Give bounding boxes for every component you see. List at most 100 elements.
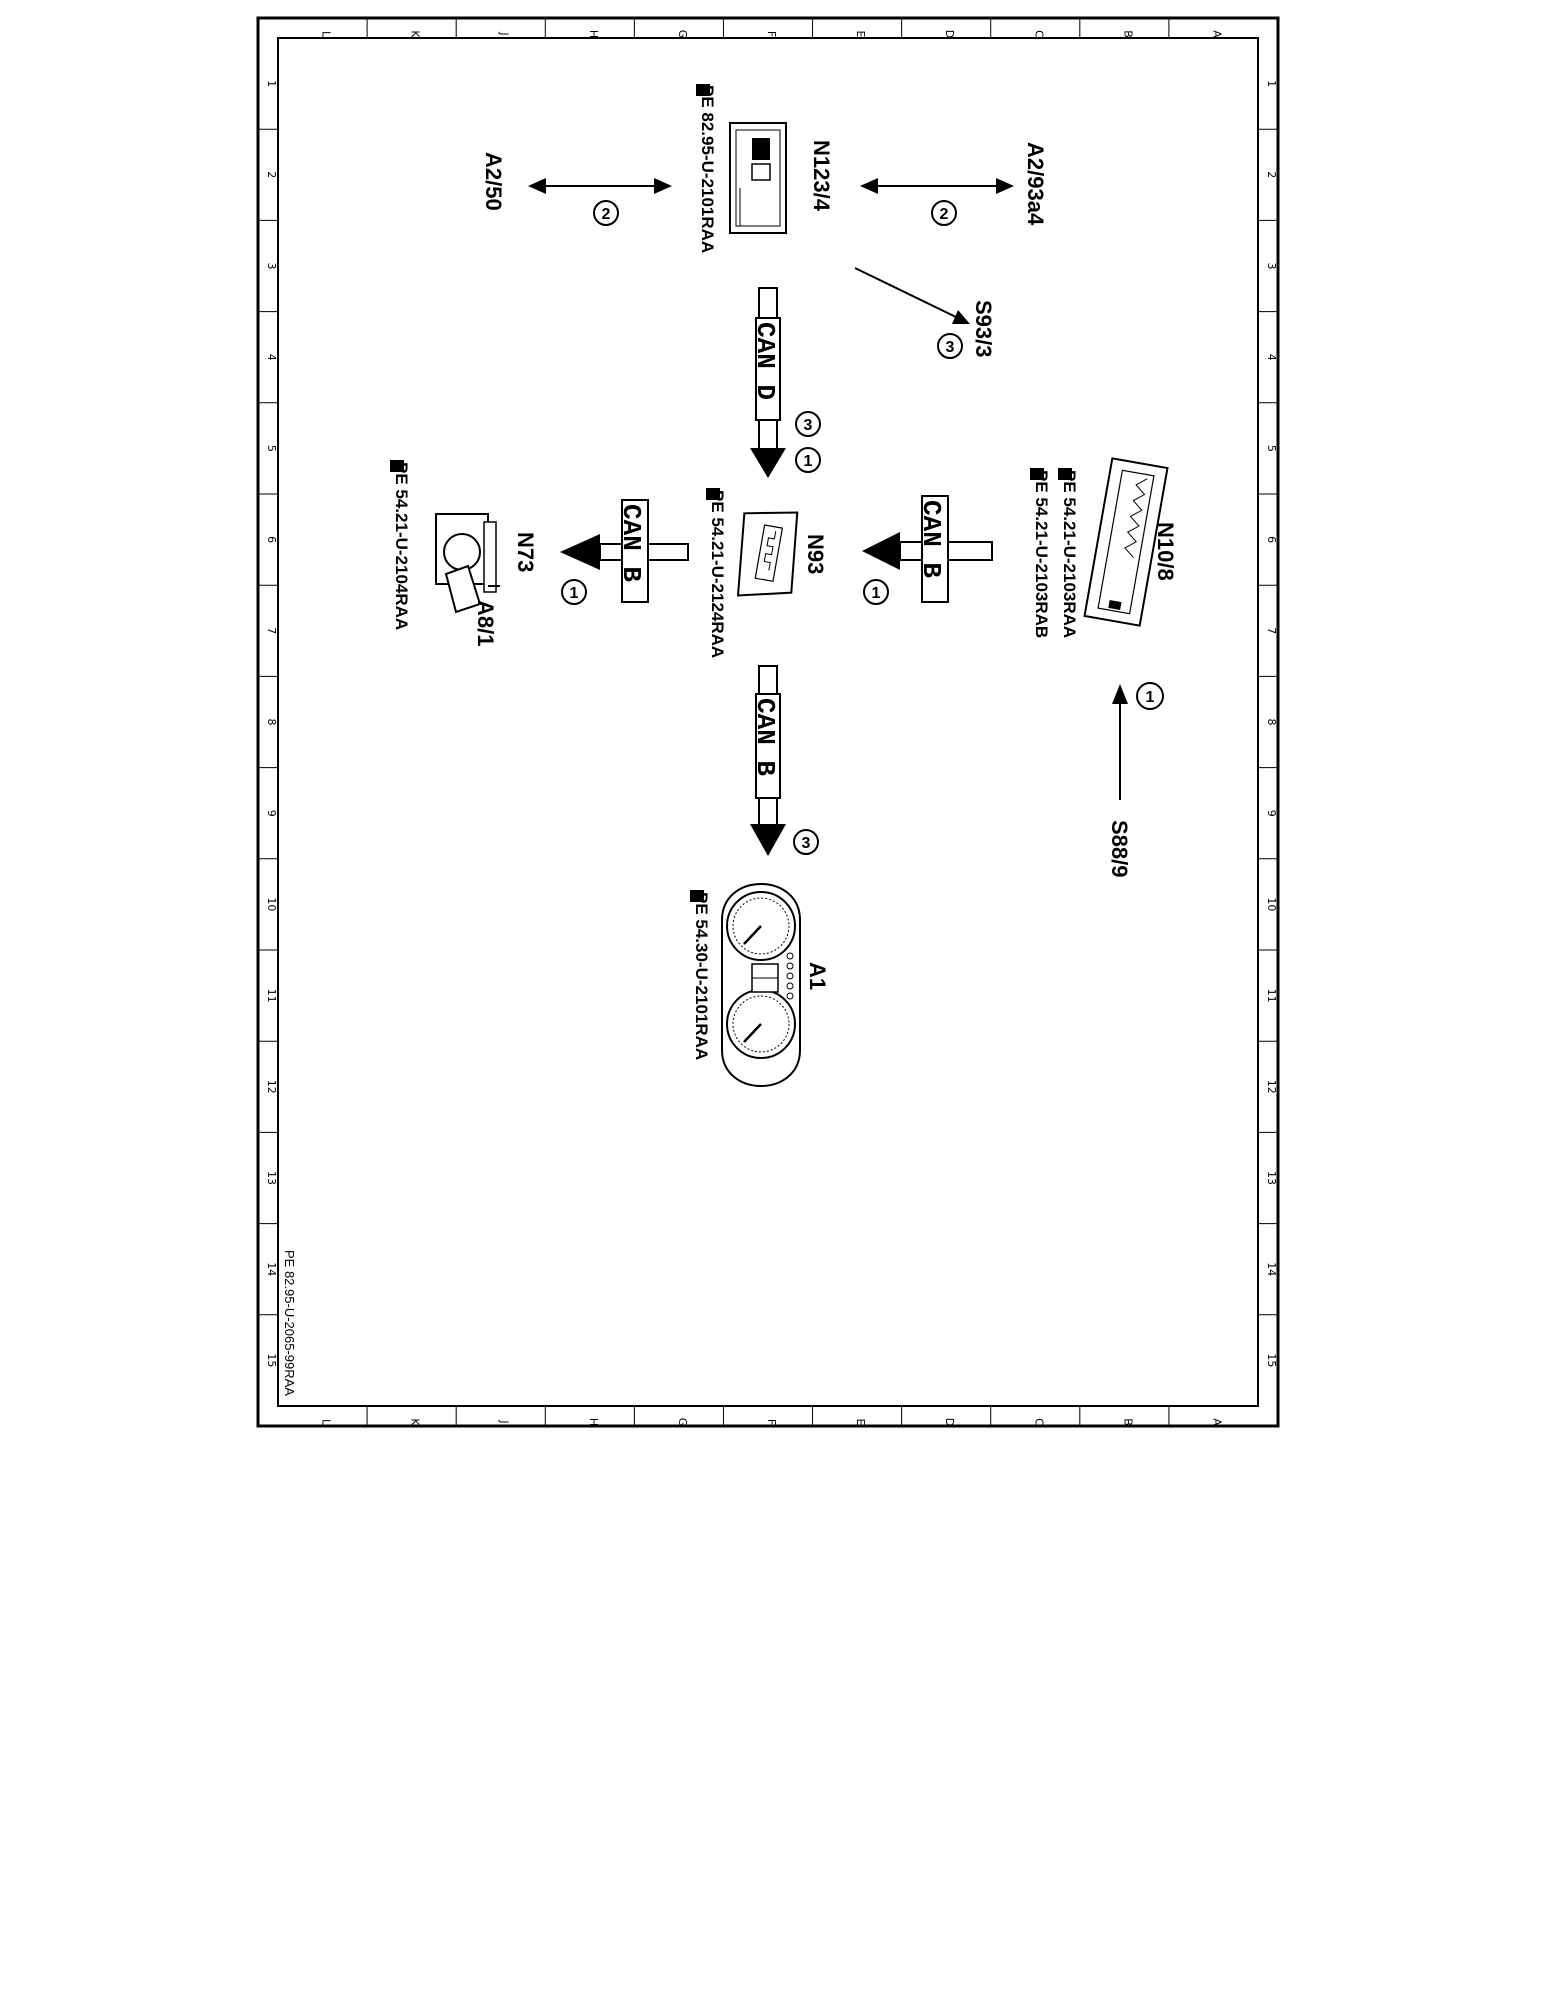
ref-a8-1[interactable]: PE 54.21-U-2104RAA (392, 462, 411, 630)
grid-number: 15 (265, 1353, 278, 1367)
grid-letter: D (943, 30, 956, 38)
grid-letter: C (1032, 30, 1045, 38)
grid-number: 9 (265, 810, 278, 817)
grid-letter: L (320, 1419, 333, 1426)
grid-number: 5 (1265, 445, 1278, 452)
grid-number: 1 (265, 80, 278, 87)
ignition-switch-icon (435, 513, 500, 614)
bus-label-can-d: CAN D (750, 322, 780, 400)
grid-letter: E (854, 1419, 867, 1426)
marker-2 (593, 200, 619, 226)
grid-letter: G (676, 1418, 689, 1427)
grid-number: 6 (1265, 536, 1278, 543)
grid-letter: J (498, 1419, 511, 1423)
component-n73-a8-1[interactable]: N73 A8/1 PE 54.21-U-2104RAA (390, 460, 538, 646)
label-s93-3: S93/3 (971, 300, 996, 358)
grid-number: 3 (1265, 263, 1278, 270)
drawing-code: PE 82.95-U-2065-99RAA (282, 1250, 297, 1396)
grid-number: 5 (265, 445, 278, 452)
ref-n10-8-b[interactable]: PE 54.21-U-2103RAB (1032, 470, 1051, 638)
grid-letter: F (765, 1419, 778, 1425)
label-n10-8: N10/8 (1153, 522, 1178, 581)
grid-number: 1 (1265, 80, 1278, 87)
svg-text:1: 1 (804, 453, 813, 470)
bus-can-b-left: CAN B (560, 499, 689, 603)
grid-number: 3 (265, 263, 278, 270)
control-unit-icon (736, 511, 799, 597)
link-s93-3 (854, 267, 959, 319)
bus-label-can-b: CAN B (616, 504, 646, 582)
grid-number: 10 (1265, 897, 1278, 911)
component-a1[interactable]: A1 PE 54.30-U-2101RAA (690, 883, 830, 1087)
label-n93: N93 (803, 534, 828, 574)
bus-can-b-upper: CAN B (862, 495, 993, 603)
grid-number: 9 (1265, 810, 1278, 817)
component-n10-8[interactable]: N10/8 PE 54.21-U-2103RAA PE 54.21-U-2103… (1030, 457, 1178, 638)
marker-3 (937, 333, 963, 359)
label-a2-93a4: A2/93a4 (1023, 142, 1048, 226)
grid-letter: G (676, 30, 689, 39)
bus-can-b-lower: CAN B (750, 665, 786, 856)
ref-book-icon (390, 460, 404, 472)
label-a1: A1 (805, 962, 830, 990)
ref-book-icon (696, 84, 710, 96)
svg-text:1: 1 (1146, 689, 1155, 706)
svg-text:2: 2 (602, 206, 611, 223)
label-a2-50: A2/50 (481, 152, 506, 211)
marker-3 (795, 411, 821, 437)
grid-number: 7 (265, 627, 278, 634)
grid-letter: L (320, 31, 333, 38)
grid-number: 15 (1265, 1353, 1278, 1367)
grid-number: 7 (1265, 627, 1278, 634)
label-n73: N73 (513, 532, 538, 572)
ref-n10-8-a[interactable]: PE 54.21-U-2103RAA (1060, 470, 1079, 638)
marker-2 (931, 200, 957, 226)
grid-number: 12 (265, 1080, 278, 1094)
control-unit-icon (729, 122, 787, 234)
grid-letter: A (1210, 1418, 1223, 1426)
marker-1 (1136, 682, 1164, 710)
ref-book-icon (706, 488, 720, 500)
svg-text:1: 1 (570, 585, 579, 602)
grid-number: 12 (1265, 1080, 1278, 1094)
grid-number: 13 (265, 1171, 278, 1185)
grid-number: 8 (265, 719, 278, 726)
grid-number: 2 (265, 171, 278, 178)
grid-number: 10 (265, 897, 278, 911)
sam-module-icon (1083, 457, 1169, 627)
grid-letter: K (409, 1418, 422, 1426)
grid-letter: D (943, 1418, 956, 1426)
grid-number: 11 (1265, 989, 1278, 1003)
grid-letter: H (587, 1418, 600, 1426)
grid-number: 11 (265, 989, 278, 1003)
grid-number: 2 (1265, 171, 1278, 178)
instrument-cluster-icon (721, 883, 801, 1087)
ref-n93[interactable]: PE 54.21-U-2124RAA (708, 490, 727, 658)
grid-number: 4 (265, 354, 278, 361)
ref-book-icon (1030, 468, 1044, 480)
ref-n123-4[interactable]: PE 82.95-U-2101RAA (698, 85, 717, 253)
marker-3 (793, 829, 819, 855)
grid-number: 14 (265, 1262, 278, 1276)
frame-ticks (258, 18, 1278, 1426)
grid-number: 4 (1265, 354, 1278, 361)
bus-can-d: CAN D (750, 287, 786, 478)
label-a8-1: A8/1 (473, 600, 498, 646)
component-n123-4[interactable]: N123/4 PE 82.95-U-2101RAA (696, 84, 834, 253)
svg-text:3: 3 (804, 417, 813, 434)
grid-number: 6 (265, 536, 278, 543)
grid-letter: J (498, 31, 511, 35)
marker-1 (561, 579, 587, 605)
grid-letter: B (1121, 1418, 1134, 1426)
bus-label-can-b: CAN B (750, 698, 780, 776)
ref-a1[interactable]: PE 54.30-U-2101RAA (692, 892, 711, 1060)
svg-text:3: 3 (802, 835, 811, 852)
marker-1 (863, 579, 889, 605)
label-s88-9: S88/9 (1107, 820, 1132, 878)
marker-1 (795, 447, 821, 473)
component-n93[interactable]: N93 PE 54.21-U-2124RAA (706, 488, 828, 658)
label-n123-4: N123/4 (809, 140, 834, 212)
ref-book-icon (1058, 468, 1072, 480)
svg-text:1: 1 (872, 585, 881, 602)
